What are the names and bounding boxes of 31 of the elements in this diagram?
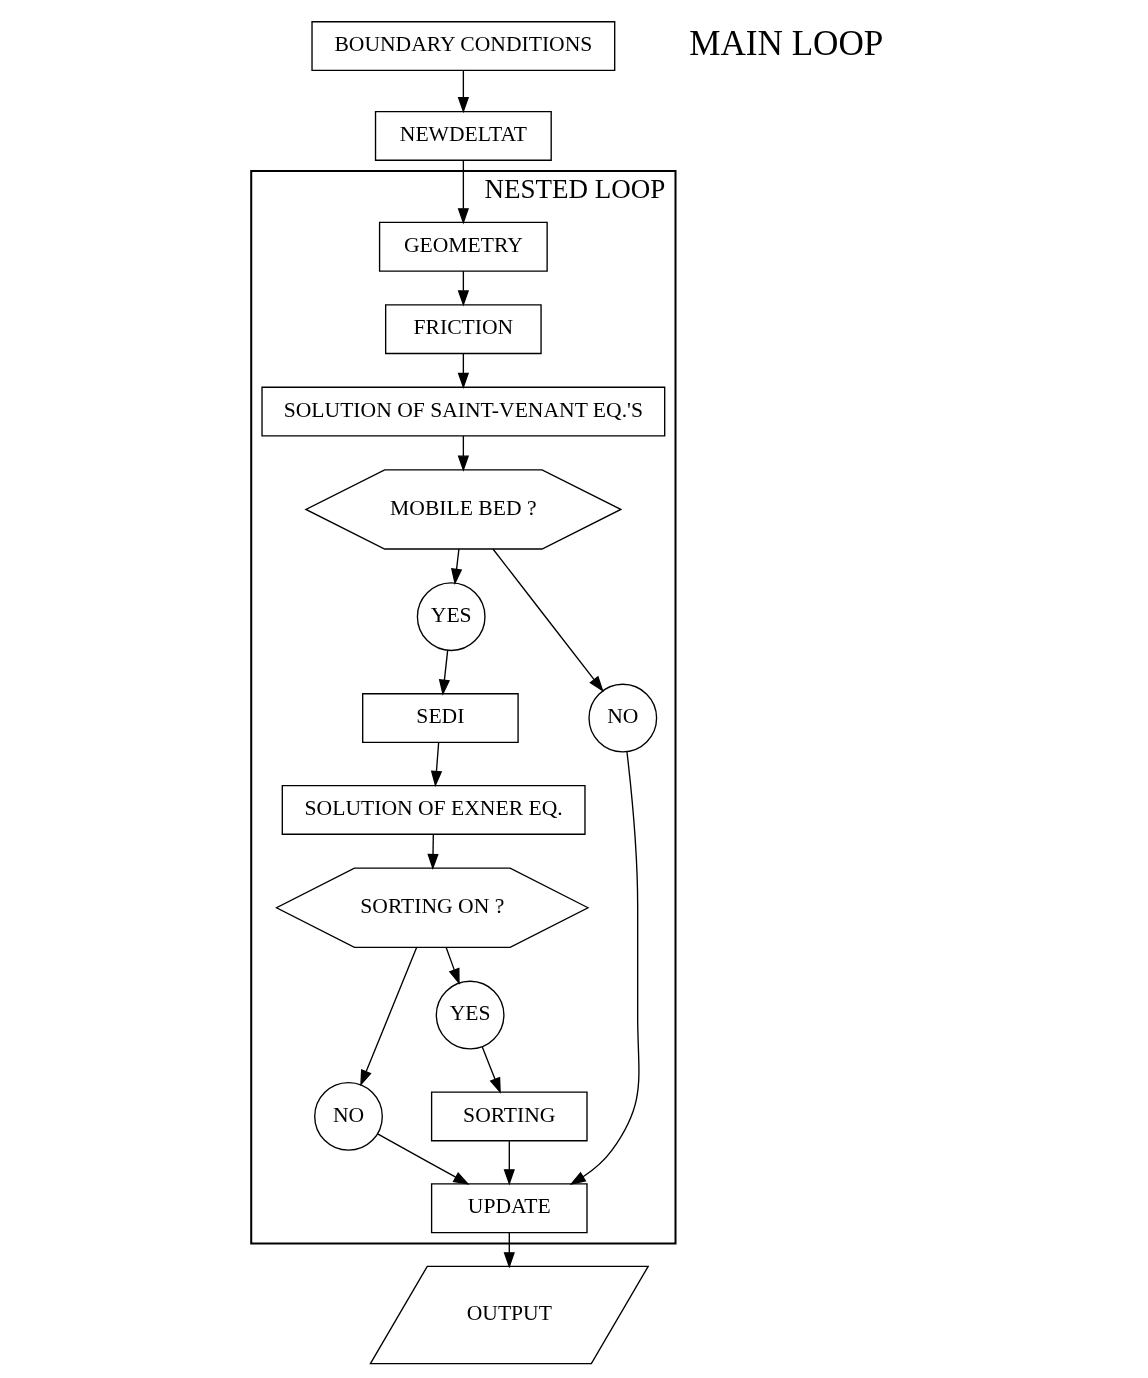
node-circle: YES: [435, 980, 505, 1050]
arrow: [457, 160, 469, 225]
arrow: [457, 270, 469, 307]
node-circle: NO: [313, 1081, 383, 1151]
label: MAIN LOOP: [688, 23, 883, 63]
arrow: [438, 649, 450, 696]
arrow: [491, 548, 604, 693]
node-box: BOUNDARY CONDITIONS: [310, 21, 615, 72]
arrow: [376, 1133, 469, 1185]
node-box: SEDI: [361, 693, 519, 744]
arrow: [359, 946, 417, 1087]
node-box: NEWDELTAT: [374, 110, 552, 161]
node-box: UPDATE: [430, 1183, 588, 1234]
arrow: [457, 352, 469, 389]
node-box: SORTING: [430, 1091, 588, 1142]
arrow: [457, 435, 469, 472]
arrow: [445, 946, 460, 985]
arrow: [430, 742, 442, 788]
arrow: [503, 1232, 515, 1269]
node-box: SOLUTION OF EXNER EQ.: [281, 784, 586, 835]
node-box: SOLUTION OF SAINT-VENANT EQ.'S: [260, 386, 665, 437]
arrow: [426, 833, 439, 871]
node-box: GEOMETRY: [378, 221, 548, 272]
node-circle: YES: [416, 582, 486, 652]
arrow: [450, 548, 462, 585]
node-circle: NO: [587, 683, 657, 753]
arrow: [457, 70, 469, 114]
node-box: FRICTION: [384, 304, 542, 355]
arrow: [569, 751, 640, 1185]
arrow: [481, 1046, 501, 1094]
arrow: [503, 1140, 515, 1186]
